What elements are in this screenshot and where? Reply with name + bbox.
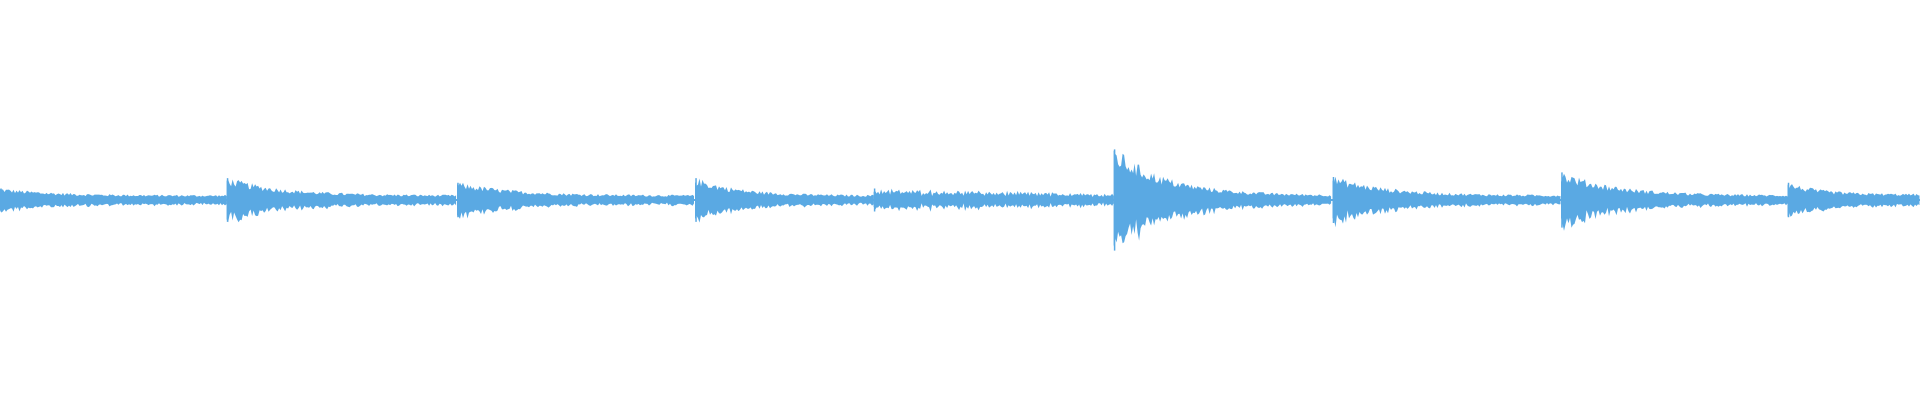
waveform-segment-8 xyxy=(1561,173,1788,231)
waveform-segment-7 xyxy=(1332,176,1561,228)
waveform-segments xyxy=(0,149,1920,251)
waveform-segment-6 xyxy=(1113,150,1332,247)
